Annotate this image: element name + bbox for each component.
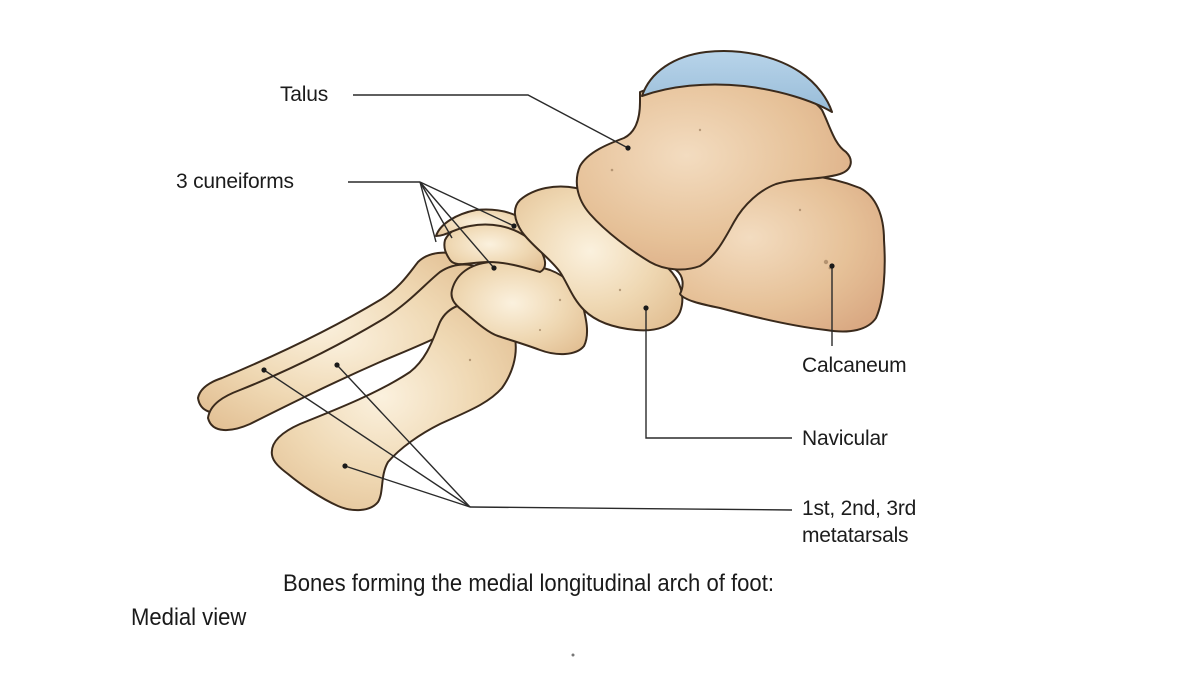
label-metatarsals-line2: metatarsals	[802, 524, 909, 547]
label-calcaneum: Calcaneum	[802, 354, 907, 377]
talus-trochlea-cartilage	[641, 50, 833, 113]
cuneiform-leader-2	[419, 181, 495, 269]
metatarsal-leader-3	[344, 465, 471, 508]
metatarsals-leader-line	[469, 506, 793, 511]
cuneiform-leader-1	[419, 181, 515, 227]
navicular-leader-line	[645, 308, 792, 439]
figure-caption-subtitle: Medial view	[131, 604, 247, 631]
label-navicular: Navicular	[802, 427, 888, 450]
label-talus: Talus	[280, 83, 329, 106]
first-metatarsal	[270, 302, 517, 512]
cuneiform-leader-3	[419, 181, 453, 239]
metatarsal-leader-2	[336, 364, 471, 508]
cuneiform-leader-4	[419, 181, 437, 243]
figure-caption-title: Bones forming the medial longitudinal ar…	[283, 570, 774, 597]
leader-lines	[263, 94, 833, 511]
metatarsal-leader-1	[263, 369, 471, 508]
label-metatarsals-line1: 1st, 2nd, 3rd	[802, 497, 917, 520]
leader-endpoints	[261, 145, 835, 469]
label-cuneiforms: 3 cuneiforms	[176, 170, 294, 193]
stray-mark	[571, 653, 575, 657]
talus-leader-line	[353, 94, 629, 149]
